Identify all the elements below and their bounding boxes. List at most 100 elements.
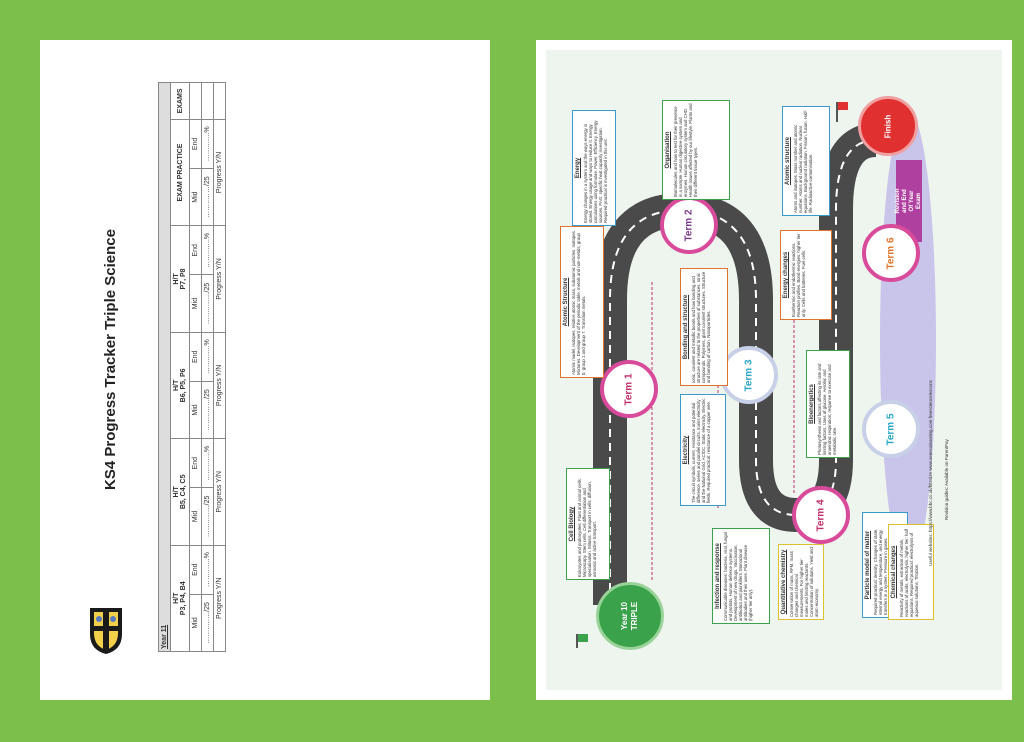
end-percent-field[interactable]: ……..…..% xyxy=(201,438,214,488)
column-header: EXAMS xyxy=(170,82,190,120)
year-label: Year 11 xyxy=(158,82,171,652)
exams-cell xyxy=(201,82,214,120)
end-label: End xyxy=(189,438,202,488)
school-crest-icon xyxy=(90,608,122,654)
progress-field[interactable]: Progress Y/N xyxy=(213,225,226,333)
topic-description: Biomolecules and how to test for their p… xyxy=(673,103,698,197)
title-container: KS4 Progress Tracker Triple Science xyxy=(102,150,132,490)
topic-description: Communicable diseases: bacteria, viral, … xyxy=(723,532,753,621)
topic-description: Exothermic and endothermic reactions. Re… xyxy=(791,233,806,317)
column-header-title: H/T xyxy=(173,273,180,285)
credit-1-container: Useful websites: https://www.bbc.co.uk/b… xyxy=(928,236,938,566)
topic-title: Atomic Structure xyxy=(563,277,569,327)
topic-title: Atomic structure xyxy=(785,137,791,186)
page-title: KS4 Progress Tracker Triple Science xyxy=(102,229,119,490)
term-4-badge: Term 4 xyxy=(792,486,850,544)
topic-title: Energy changes xyxy=(783,251,789,299)
revision-label: Revision and End Of Year Exam xyxy=(895,188,922,214)
column-header-units: B6, P5, P6 xyxy=(180,368,187,403)
end-label: End xyxy=(189,545,202,595)
column-header-title: H/T xyxy=(173,379,180,392)
finish-flag-icon xyxy=(838,102,848,110)
topic-title: Organisation xyxy=(665,131,671,169)
end-percent-field[interactable]: ……..…..% xyxy=(201,545,214,595)
term-label: Term 3 xyxy=(743,358,755,392)
topic-description: Atoms and isotopes. Mass number and atom… xyxy=(793,110,813,213)
mid-label: Mid xyxy=(189,274,202,333)
topic-description: Required practical: density. Changes of … xyxy=(873,528,888,615)
websites-credit: Useful websites: https://www.bbc.co.uk/b… xyxy=(928,380,933,566)
topic-title: Chemical changes xyxy=(891,545,897,599)
progress-field[interactable]: Progress Y/N xyxy=(213,119,226,226)
mid-score-field[interactable]: ……..……/25 xyxy=(201,381,214,439)
topic-description: Energy changes in a system and the ways … xyxy=(583,120,608,223)
topic-description: Reactivity of metals, extraction of meta… xyxy=(899,529,919,617)
table-value-row: ……..……/25……..…..%……..……/25……..…..%……..……… xyxy=(201,82,214,652)
column-header: EXAM PRACTICE xyxy=(170,119,190,226)
term-label: Term 2 xyxy=(683,208,695,242)
topic-description: Ionic, covalent and metallic bonds and h… xyxy=(691,271,711,383)
mid-label: Mid xyxy=(189,487,202,546)
term-1-badge: Term 1 xyxy=(600,360,658,418)
topic-title: Particle model of matter xyxy=(865,530,871,600)
finish-label: Finish xyxy=(883,114,893,138)
finish-badge: Finish xyxy=(858,96,918,156)
end-percent-field[interactable]: ……..…..% xyxy=(201,332,214,382)
column-header-title: EXAMS xyxy=(176,88,184,114)
column-header-units: B5, C4, C5 xyxy=(180,474,187,510)
mid-label: Mid xyxy=(189,168,202,226)
progress-field[interactable]: Progress Y/N xyxy=(213,438,226,546)
end-percent-field[interactable]: ……..…..% xyxy=(201,225,214,275)
exams-cell xyxy=(213,82,226,120)
mid-label: Mid xyxy=(189,594,202,652)
road-markings xyxy=(609,139,877,605)
column-header-title: EXAM PRACTICE xyxy=(176,143,184,202)
mid-score-field[interactable]: ……..……/25 xyxy=(201,594,214,652)
topic-description: The circuit symbols, current, resistance… xyxy=(691,398,711,503)
topic-title: Electricity xyxy=(683,435,689,465)
start-flag-pole xyxy=(576,634,578,648)
progress-field[interactable]: Progress Y/N xyxy=(213,332,226,439)
column-header-title: H/T xyxy=(173,486,180,498)
mid-score-field[interactable]: ……..……/25 xyxy=(201,274,214,333)
mid-score-field[interactable]: ……..……/25 xyxy=(201,487,214,546)
topic-title: Energy xyxy=(575,157,581,179)
start-badge: Year 10 TRIPLE xyxy=(596,582,664,650)
topic-title: Bonding and structure xyxy=(683,294,689,360)
start-label: Year 10 TRIPLE xyxy=(619,601,639,631)
progress-field[interactable]: Progress Y/N xyxy=(213,545,226,652)
exams-cell xyxy=(189,82,202,120)
term-3-badge: Term 3 xyxy=(720,346,778,404)
mid-score-field[interactable]: ……..……/25 xyxy=(201,168,214,226)
term-label: Term 5 xyxy=(885,412,897,446)
topic-title: Cell Biology xyxy=(569,506,575,542)
term-label: Term 6 xyxy=(885,236,897,270)
topic-description: Conservation of mass, RFM, mass changes … xyxy=(789,547,819,617)
mid-label: Mid xyxy=(189,381,202,439)
end-percent-field[interactable]: ……..…..% xyxy=(201,119,214,169)
topic-description: Eukaryotes and prokaryotes. Plant and an… xyxy=(577,478,597,577)
topic-title: Bioenergetics xyxy=(809,384,815,424)
topic-description: Atomic model, isotopes, relative atomic … xyxy=(571,230,586,375)
finish-flag-pole xyxy=(836,102,838,122)
term-6-badge: Term 6 xyxy=(862,224,920,282)
term-5-badge: Term 5 xyxy=(862,400,920,458)
end-label: End xyxy=(189,119,202,169)
tracker-page xyxy=(40,40,490,700)
column-header-units: P7, P8 xyxy=(180,268,187,290)
credit-2-container: Revision guides: Available on ParentPay xyxy=(944,280,954,520)
